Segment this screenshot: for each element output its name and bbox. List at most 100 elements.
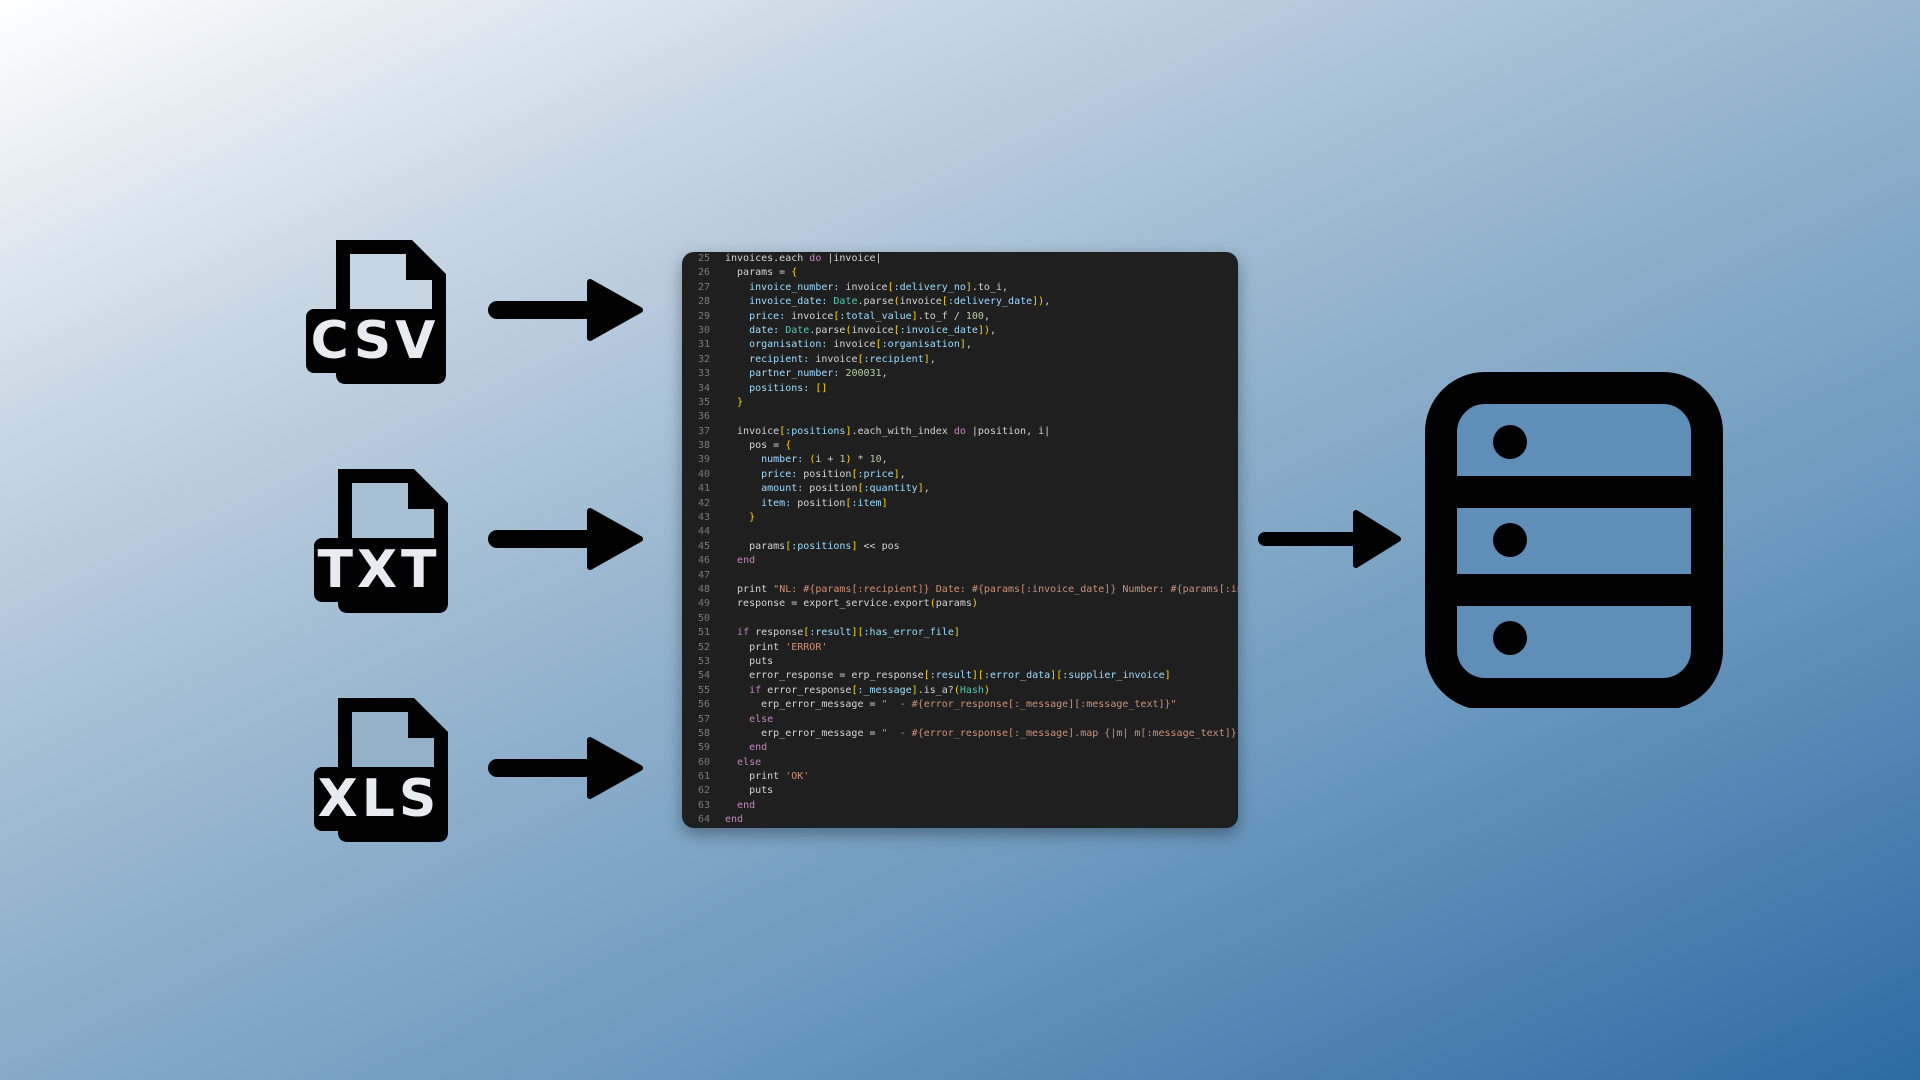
csv-label: CSV	[306, 309, 444, 373]
csv-to-code-arrow-icon	[488, 279, 643, 341]
line-number: 44	[697, 526, 710, 538]
line-number: 46	[697, 555, 710, 567]
code-line: 32 recipient: invoice[:recipient],	[682, 353, 1238, 367]
code-text: end	[737, 555, 756, 567]
code-text: invoices.each do |invoice|	[725, 253, 882, 264]
line-number: 64	[697, 814, 710, 826]
code-line: 27 invoice_number: invoice[:delivery_no]…	[682, 281, 1238, 295]
code-line: 36	[682, 410, 1238, 424]
code-line: 44	[682, 525, 1238, 539]
code-text: if error_response[:_message].is_a?(Hash)	[749, 684, 990, 696]
line-number: 33	[697, 368, 710, 380]
line-number: 59	[697, 742, 710, 754]
code-text: price: position[:price],	[761, 468, 906, 480]
line-number: 25	[697, 253, 710, 264]
code-line: 55 if error_response[:_message].is_a?(Ha…	[682, 684, 1238, 698]
code-text: positions: []	[749, 382, 828, 394]
code-text	[710, 410, 725, 424]
code-text: }	[737, 396, 744, 408]
line-number: 40	[697, 468, 710, 480]
line-number: 58	[697, 727, 710, 739]
line-number: 31	[697, 339, 710, 351]
code-line: 25 invoices.each do |invoice|	[682, 252, 1238, 266]
code-line: 33 partner_number: 200031,	[682, 367, 1238, 381]
code-text: print 'ERROR'	[725, 641, 828, 653]
code-line: 58 erp_error_message = " - #{error_respo…	[682, 727, 1238, 741]
code-text: puts	[725, 785, 774, 797]
line-number: 60	[697, 756, 710, 768]
code-line: 30 date: Date.parse(invoice[:invoice_dat…	[682, 324, 1238, 338]
csv-file-icon: CSV	[306, 236, 456, 386]
line-number: 50	[697, 612, 710, 624]
code-text: invoice_number: invoice[:delivery_no].to…	[749, 281, 1009, 293]
code-text: else	[749, 713, 774, 725]
code-text	[710, 525, 725, 539]
code-line: 57 else	[682, 713, 1238, 727]
line-number: 39	[697, 454, 710, 466]
code-line: 48 print "NL: #{params[:recipient]} Date…	[682, 583, 1238, 597]
code-text: date: Date.parse(invoice[:invoice_date])…	[749, 324, 997, 336]
code-line: 28 invoice_date: Date.parse(invoice[:del…	[682, 295, 1238, 309]
txt-to-code-arrow-icon	[488, 508, 643, 570]
code-text: print 'OK'	[725, 771, 810, 783]
line-number: 49	[697, 598, 710, 610]
code-line: 26 params = {	[682, 266, 1238, 280]
line-number: 38	[697, 440, 710, 452]
code-text: number: (i + 1) * 10,	[761, 454, 888, 466]
line-number: 47	[697, 569, 710, 581]
line-number: 36	[697, 411, 710, 423]
code-line: 49 response = export_service.export(para…	[682, 597, 1238, 611]
code-text: end	[725, 814, 744, 826]
code-line: 59 end	[682, 741, 1238, 755]
code-text	[710, 612, 725, 626]
line-number: 29	[697, 310, 710, 322]
line-number: 56	[697, 699, 710, 711]
txt-file-icon: TXT	[312, 465, 462, 615]
line-number: 51	[697, 627, 710, 639]
code-text: end	[737, 799, 756, 811]
code-text: erp_error_message = " - #{error_response…	[725, 727, 1238, 739]
code-line: 31 organisation: invoice[:organisation],	[682, 338, 1238, 352]
xls-to-code-arrow-icon	[488, 737, 643, 799]
code-line: 61 print 'OK'	[682, 770, 1238, 784]
line-number: 57	[697, 713, 710, 725]
code-line: 51 if response[:result][:has_error_file]	[682, 626, 1238, 640]
line-number: 63	[697, 799, 710, 811]
line-number: 27	[697, 281, 710, 293]
code-line: 41 amount: position[:quantity],	[682, 482, 1238, 496]
code-line: 42 item: position[:item]	[682, 497, 1238, 511]
database-server-icon	[1425, 372, 1723, 708]
code-line: 40 price: position[:price],	[682, 468, 1238, 482]
line-number: 42	[697, 497, 710, 509]
code-text: else	[737, 756, 762, 768]
code-text: organisation: invoice[:organisation],	[749, 339, 972, 351]
code-text: response = export_service.export(params)	[725, 598, 978, 610]
code-text: end	[749, 742, 768, 754]
line-number: 30	[697, 324, 710, 336]
code-line: 64 end	[682, 813, 1238, 827]
line-number: 26	[697, 267, 710, 279]
code-to-database-arrow-icon	[1258, 510, 1401, 568]
line-number: 32	[697, 353, 710, 365]
code-text: item: position[:item]	[761, 497, 888, 509]
code-line: 47	[682, 569, 1238, 583]
code-text: invoice[:positions].each_with_index do |…	[725, 425, 1051, 437]
line-number: 45	[697, 540, 710, 552]
code-lines: 25 invoices.each do |invoice| 26 params = …	[682, 252, 1238, 828]
code-text: invoice_date: Date.parse(invoice[:delive…	[749, 296, 1051, 308]
line-number: 62	[697, 785, 710, 797]
code-text: erp_error_message = " - #{error_response…	[725, 699, 1177, 711]
code-line: 34 positions: []	[682, 382, 1238, 396]
code-line: 35 }	[682, 396, 1238, 410]
code-line: 50	[682, 612, 1238, 626]
line-number: 48	[697, 583, 710, 595]
txt-label: TXT	[314, 538, 444, 602]
line-number: 61	[697, 771, 710, 783]
line-number: 52	[697, 641, 710, 653]
line-number: 41	[697, 483, 710, 495]
code-text: partner_number: 200031,	[749, 368, 888, 380]
code-line: 53 puts	[682, 655, 1238, 669]
code-line: 43 }	[682, 511, 1238, 525]
code-text: params = {	[725, 267, 798, 279]
code-text: recipient: invoice[:recipient],	[749, 353, 936, 365]
